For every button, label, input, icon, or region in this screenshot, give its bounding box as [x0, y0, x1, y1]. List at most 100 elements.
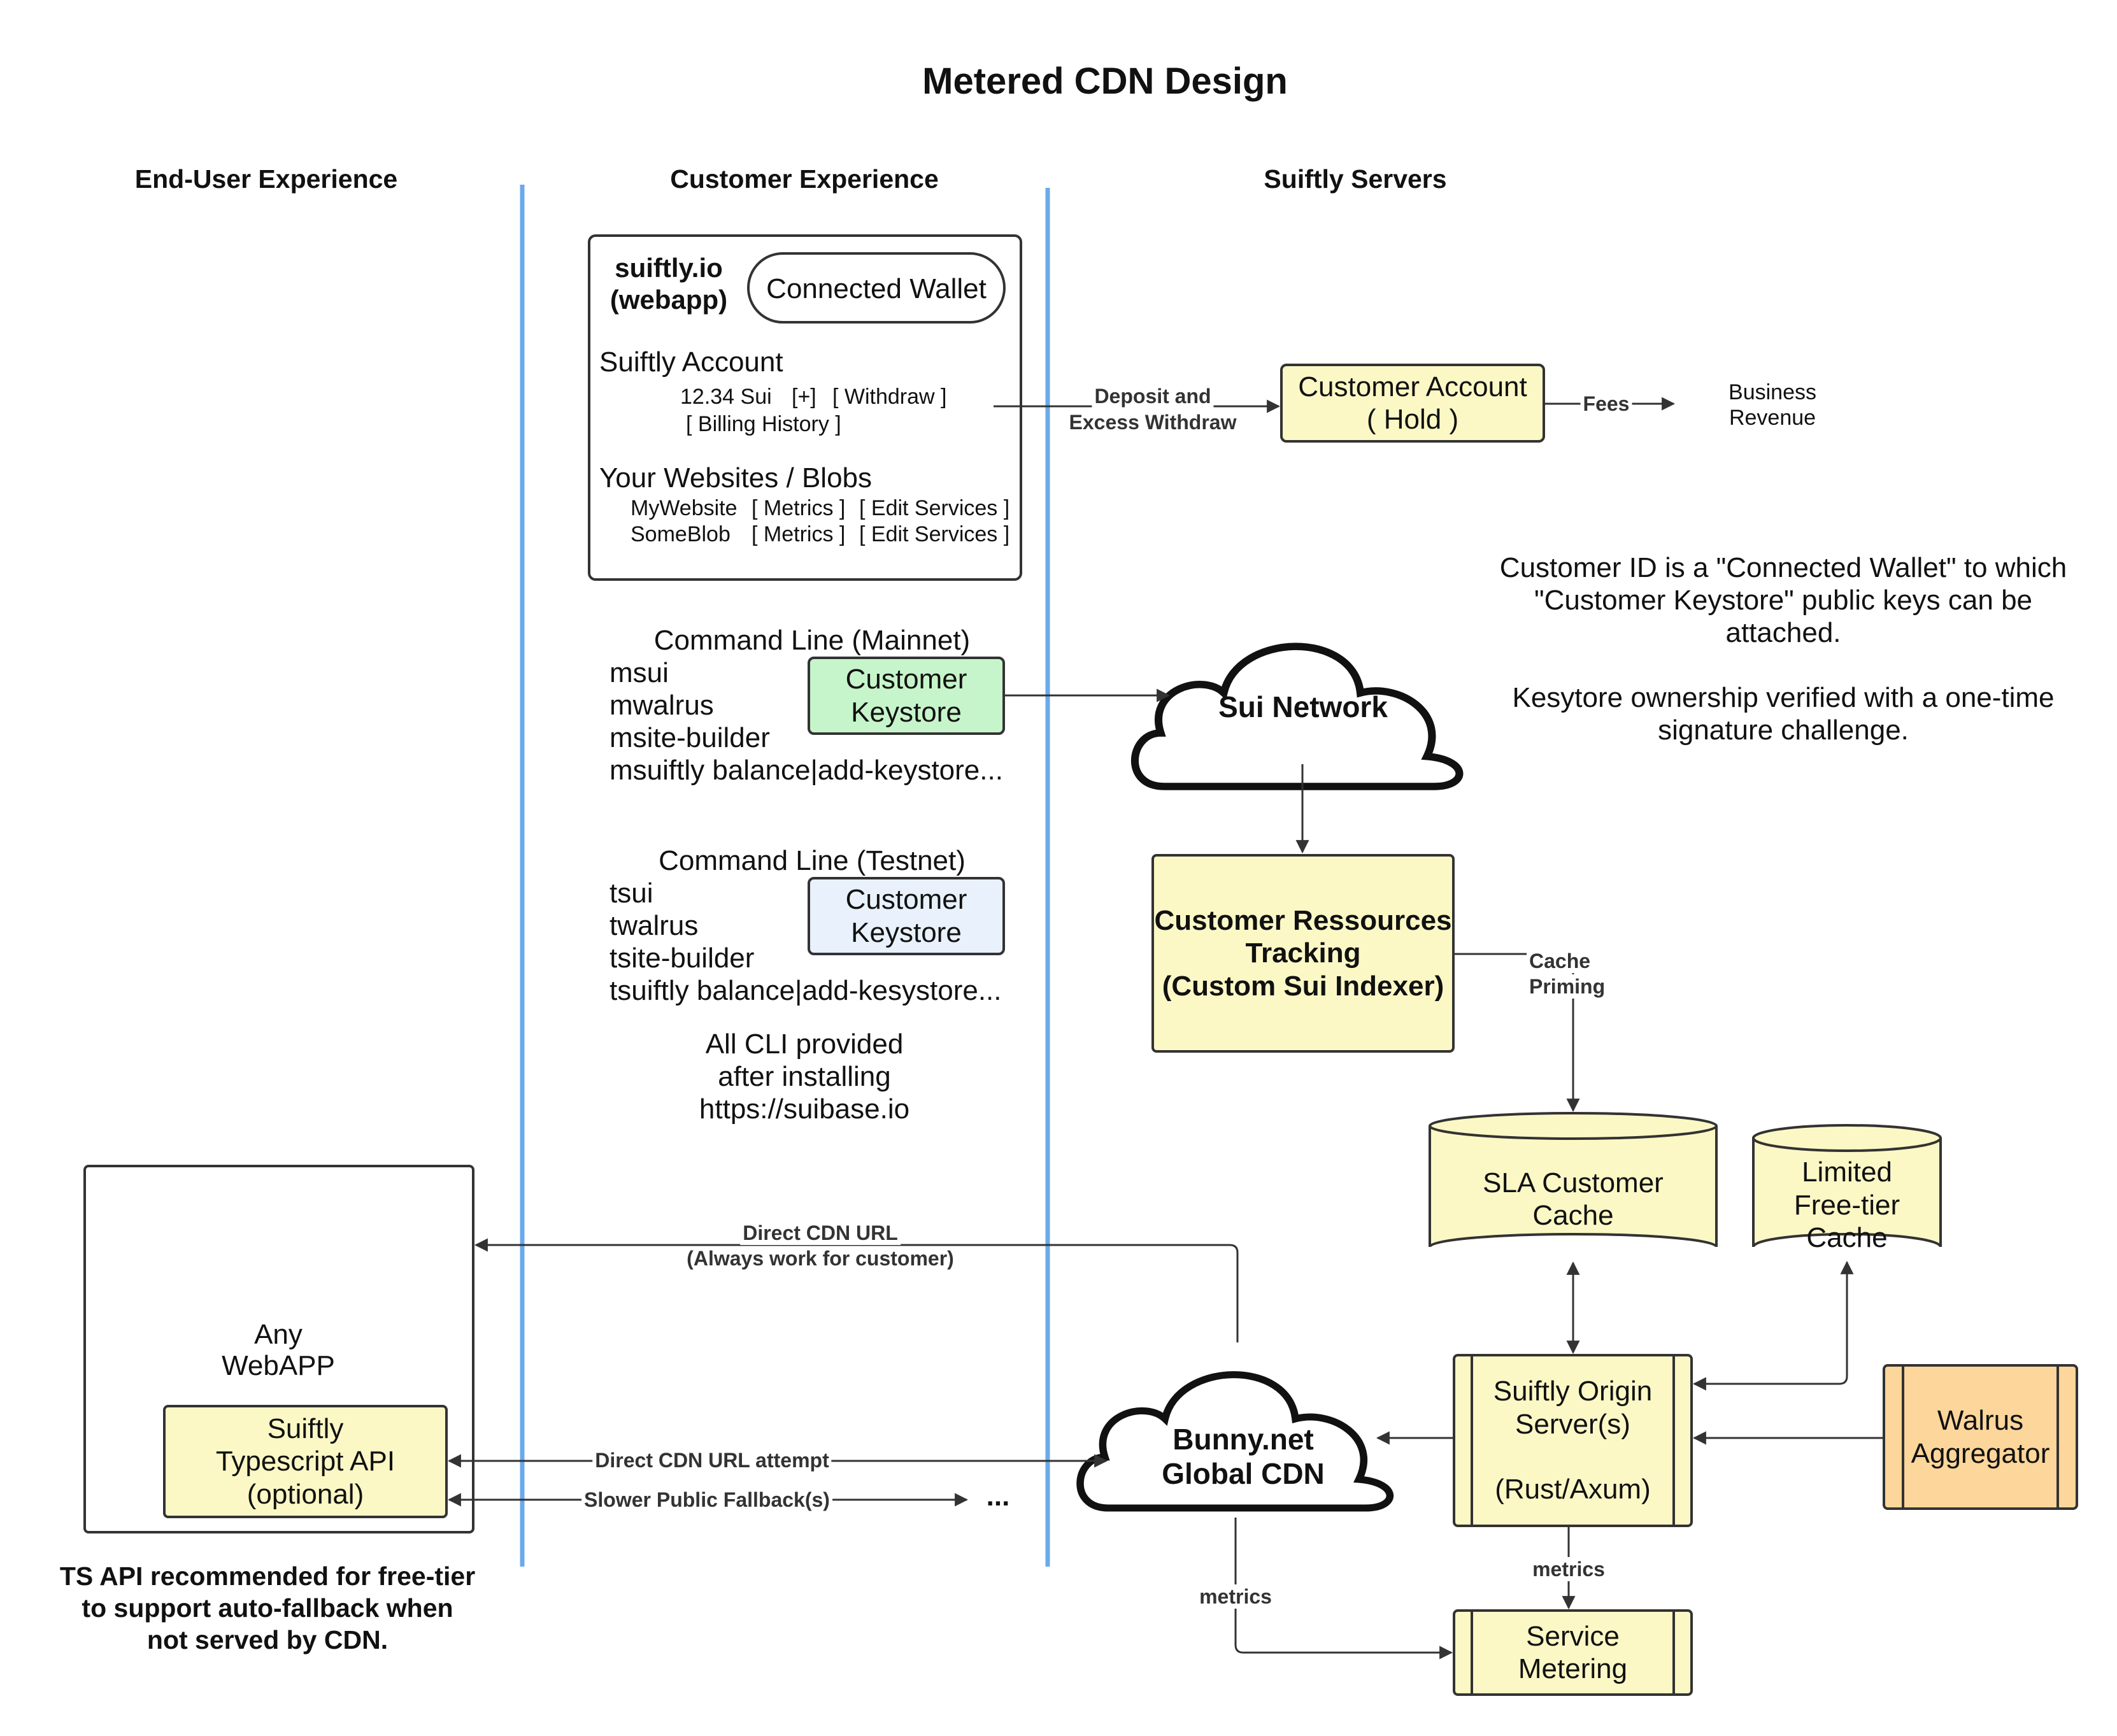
- bunny-label: Global CDN: [1162, 1457, 1325, 1490]
- origin-line: (Rust/Axum): [1495, 1474, 1651, 1505]
- customer-account-label: Customer Account ( Hold ): [1281, 365, 1544, 441]
- info-note-line: "Customer Keystore" public keys can be: [1534, 585, 2033, 616]
- sui-network-label: Sui Network: [1218, 690, 1388, 723]
- testnet-keystore-line: Keystore: [851, 916, 962, 948]
- cli-testnet-command: twalrus: [609, 910, 699, 941]
- any-webapp-label: Any: [254, 1319, 303, 1350]
- site-edit-services-button[interactable]: [ Edit Services ]: [859, 496, 1010, 520]
- billing-history-button[interactable]: [ Billing History ]: [686, 412, 841, 436]
- sla-cache-line: Cache: [1532, 1200, 1614, 1231]
- page-title: Metered CDN Design: [922, 60, 1288, 102]
- mainnet-keystore-line: Customer: [845, 664, 967, 695]
- edge-bunny-metering: [1234, 1518, 1453, 1660]
- bunny-label: Bunny.net: [1173, 1423, 1314, 1456]
- suibase-link[interactable]: https://suibase.io: [699, 1093, 910, 1125]
- cli-mainnet-command: msite-builder: [609, 722, 770, 753]
- tracking-line: Customer Ressources: [1154, 904, 1452, 936]
- info-note-line: attached.: [1725, 617, 1841, 648]
- ts-api-line: (optional): [246, 1478, 364, 1510]
- free-cache-line: Limited: [1802, 1156, 1892, 1188]
- column-header-end-user: End-User Experience: [134, 164, 398, 194]
- cli-testnet-command: tsuiftly balance|add-kesystore...: [609, 975, 1002, 1006]
- edge-label-cache-priming: Priming: [1527, 974, 1608, 999]
- metering-line: Service: [1526, 1620, 1620, 1652]
- edge-label-direct-cdn: (Always work for customer): [684, 1246, 957, 1271]
- mainnet-keystore-line: Keystore: [851, 696, 962, 728]
- cli-mainnet-command: msuiftly balance|add-keystore...: [609, 755, 1003, 786]
- edge-label-metrics-origin: metrics: [1530, 1557, 1607, 1582]
- sla-cache-cylinder: [1429, 1112, 1718, 1248]
- ts-api-box: [163, 1405, 448, 1518]
- info-note-line: Kesytore ownership verified with a one-t…: [1512, 682, 2055, 713]
- tracking-line: (Custom Sui Indexer): [1162, 970, 1444, 1002]
- edge-label-deposit: Deposit and: [1092, 384, 1214, 409]
- sla-cache-line: SLA Customer: [1483, 1167, 1664, 1199]
- any-webapp-label: WebAPP: [222, 1350, 335, 1381]
- free-cache-line: Free-tier: [1793, 1189, 1900, 1221]
- withdraw-button[interactable]: [ Withdraw ]: [832, 385, 947, 409]
- info-note-line: signature challenge.: [1658, 715, 1909, 746]
- cli-mainnet-heading: Command Line (Mainnet): [653, 625, 971, 656]
- walrus-label: Walrus Aggregator: [1903, 1365, 2058, 1509]
- customer-account-line: ( Hold ): [1366, 404, 1459, 435]
- edge-label-fallback: Slower Public Fallback(s): [581, 1488, 832, 1512]
- webapp-name-sub: (webapp): [609, 285, 728, 315]
- tracking-label: Customer Ressources Tracking (Custom Sui…: [1153, 855, 1453, 1051]
- free-tier-cache-cylinder: [1752, 1124, 1942, 1248]
- ts-note-line: to support auto-fallback when: [82, 1593, 453, 1623]
- blob-metrics-button[interactable]: [ Metrics ]: [752, 522, 846, 546]
- websites-heading: Your Websites / Blobs: [599, 462, 873, 494]
- info-note-line: Customer ID is a "Connected Wallet" to w…: [1499, 552, 2067, 583]
- edge-direct-cdn: [474, 1238, 1239, 1342]
- fallback-ellipsis: ...: [986, 1481, 1010, 1512]
- column-header-servers: Suiftly Servers: [1264, 164, 1447, 194]
- customer-account-box: [1280, 364, 1545, 443]
- edge-label-metrics-bunny: metrics: [1197, 1584, 1274, 1609]
- walrus-aggregator-box: [1883, 1364, 2078, 1510]
- balance-value: 12.34 Sui: [680, 385, 772, 409]
- blob-edit-services-button[interactable]: [ Edit Services ]: [859, 522, 1010, 546]
- ts-note-line: TS API recommended for free-tier: [59, 1562, 476, 1591]
- free-cache-label: Limited Free-tier Cache: [1753, 1151, 1941, 1260]
- blob-name: SomeBlob: [631, 522, 731, 546]
- edge-label-direct-cdn: Direct CDN URL: [740, 1221, 901, 1246]
- sla-cache-label: SLA Customer Cache: [1430, 1139, 1716, 1260]
- origin-label: Suiftly Origin Server(s) (Rust/Axum): [1472, 1355, 1674, 1526]
- ts-api-line: Suiftly: [267, 1412, 344, 1444]
- ts-note-line: not served by CDN.: [146, 1625, 388, 1654]
- edge-origin-free-cache: [1692, 1260, 1854, 1391]
- edge-label-cache-priming: Cache: [1527, 949, 1593, 974]
- site-name: MyWebsite: [631, 496, 738, 520]
- mainnet-keystore-label: Customer Keystore: [809, 658, 1004, 734]
- cli-mainnet-command: msui: [609, 657, 669, 688]
- tracking-line: Tracking: [1245, 937, 1361, 969]
- cli-testnet-command: tsui: [609, 878, 653, 909]
- testnet-keystore-label: Customer Keystore: [809, 878, 1004, 954]
- business-revenue-line: Revenue: [1729, 406, 1816, 430]
- business-revenue-line: Business: [1729, 380, 1816, 404]
- metering-label: Service Metering: [1472, 1611, 1674, 1695]
- ts-api-line: Typescript API: [215, 1446, 396, 1477]
- customer-account-line: Customer Account: [1298, 371, 1527, 402]
- cli-note-line: after installing: [718, 1061, 891, 1092]
- cli-testnet-heading: Command Line (Testnet): [659, 845, 966, 876]
- add-funds-button[interactable]: [+]: [792, 385, 816, 409]
- origin-line: Suiftly Origin: [1493, 1376, 1653, 1407]
- connected-wallet-button[interactable]: Connected Wallet: [766, 273, 987, 304]
- connected-wallet-button-shape[interactable]: [747, 252, 1006, 324]
- edge-label-deposit: Excess Withdraw: [1066, 410, 1239, 435]
- edge-label-fees: Fees: [1580, 392, 1632, 416]
- edge-label-direct-attempt: Direct CDN URL attempt: [592, 1448, 832, 1473]
- site-metrics-button[interactable]: [ Metrics ]: [752, 496, 846, 520]
- walrus-line: Aggregator: [1911, 1437, 2050, 1469]
- metering-line: Metering: [1518, 1653, 1628, 1684]
- walrus-line: Walrus: [1937, 1405, 2024, 1437]
- testnet-keystore-line: Customer: [845, 884, 967, 916]
- mainnet-keystore-box: [808, 657, 1005, 735]
- origin-line: Server(s): [1515, 1408, 1630, 1440]
- cli-note-line: All CLI provided: [705, 1028, 904, 1060]
- origin-server-box: [1453, 1354, 1693, 1527]
- cli-mainnet-command: mwalrus: [609, 690, 714, 721]
- service-metering-box: [1453, 1609, 1693, 1696]
